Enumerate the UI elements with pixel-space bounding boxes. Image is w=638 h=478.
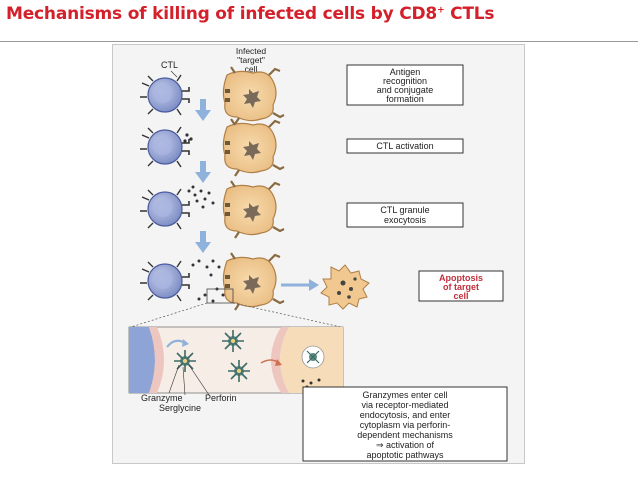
target-cell: [222, 179, 286, 240]
ctl-cell: [139, 260, 190, 302]
title-divider: [0, 41, 638, 42]
perforin-label: Perforin: [205, 393, 237, 403]
ctl-cell: [139, 188, 190, 230]
step1-line2: recognition: [383, 76, 427, 86]
note-line6: ⇒ activation of: [376, 440, 435, 450]
step-box-ctl-activation: CTL activation: [346, 138, 464, 154]
step-arrow: [195, 161, 211, 183]
step-box-granule-exocytosis: CTL granule exocytosis: [346, 202, 464, 228]
target-cell: [222, 117, 286, 178]
infected-label-line3: cell: [245, 64, 258, 74]
title-main: Mechanisms of killing of infected cells …: [6, 4, 438, 24]
serglycine-label: Serglycine: [159, 403, 201, 413]
step4-killing: [139, 251, 370, 312]
step1-line1: Antigen: [390, 67, 421, 77]
apoptosis-arrow: [309, 279, 319, 291]
synapse-inset: [128, 326, 344, 396]
target-cell: [222, 65, 286, 126]
note-line7: apoptotic pathways: [366, 450, 444, 460]
title-tail: CTLs: [444, 4, 495, 24]
note-line3: endocytosis, and enter: [360, 410, 451, 420]
granzyme-label: Granzyme: [141, 393, 183, 403]
note-line1: Granzymes enter cell: [362, 390, 447, 400]
granule-complex: [222, 330, 244, 352]
step1-conjugate: [139, 65, 286, 126]
page-title: Mechanisms of killing of infected cells …: [6, 4, 495, 24]
granule-complex: [228, 360, 250, 382]
note-line4: cytoplasm via perforin-: [360, 420, 451, 430]
step4-line1: Apoptosis: [439, 273, 483, 283]
step4-line3: cell: [453, 291, 468, 301]
step2-activation: [139, 117, 286, 178]
figure-panel: CTL Infected "target" cell: [112, 44, 525, 464]
note-line5: dependent mechanisms: [357, 430, 453, 440]
step3-line2: exocytosis: [384, 215, 427, 225]
ctl-cell: [139, 126, 190, 168]
step3-line1: CTL granule: [380, 205, 429, 215]
zoom-region-box: [206, 288, 234, 304]
step3-exocytosis: [139, 179, 286, 240]
step-box-antigen-recognition: Antigen recognition and conjugate format…: [346, 64, 464, 106]
step1-line3: and conjugate: [377, 85, 434, 95]
target-cell: [222, 251, 286, 312]
granule-complex: [174, 350, 196, 372]
step-box-apoptosis: Apoptosis of target cell: [418, 270, 504, 302]
step4-line2: of target: [443, 282, 479, 292]
ctl-killing-diagram: CTL Infected "target" cell: [128, 46, 508, 462]
ctl-label: CTL: [161, 60, 178, 70]
note-line2: via receptor-mediated: [361, 400, 448, 410]
infected-label-line1: Infected: [236, 46, 267, 56]
step-arrow: [195, 231, 211, 253]
title-superscript: +: [437, 5, 445, 16]
step-arrow: [195, 99, 211, 121]
infected-label-line2: "target": [237, 55, 265, 65]
apoptotic-cell: [320, 264, 370, 310]
step2-line1: CTL activation: [376, 141, 433, 151]
ctl-cell: [139, 74, 190, 116]
granzyme-entry-note: Granzymes enter cell via receptor-mediat…: [302, 386, 508, 462]
ctl-membrane-region: [129, 327, 155, 393]
step1-line4: formation: [386, 94, 424, 104]
